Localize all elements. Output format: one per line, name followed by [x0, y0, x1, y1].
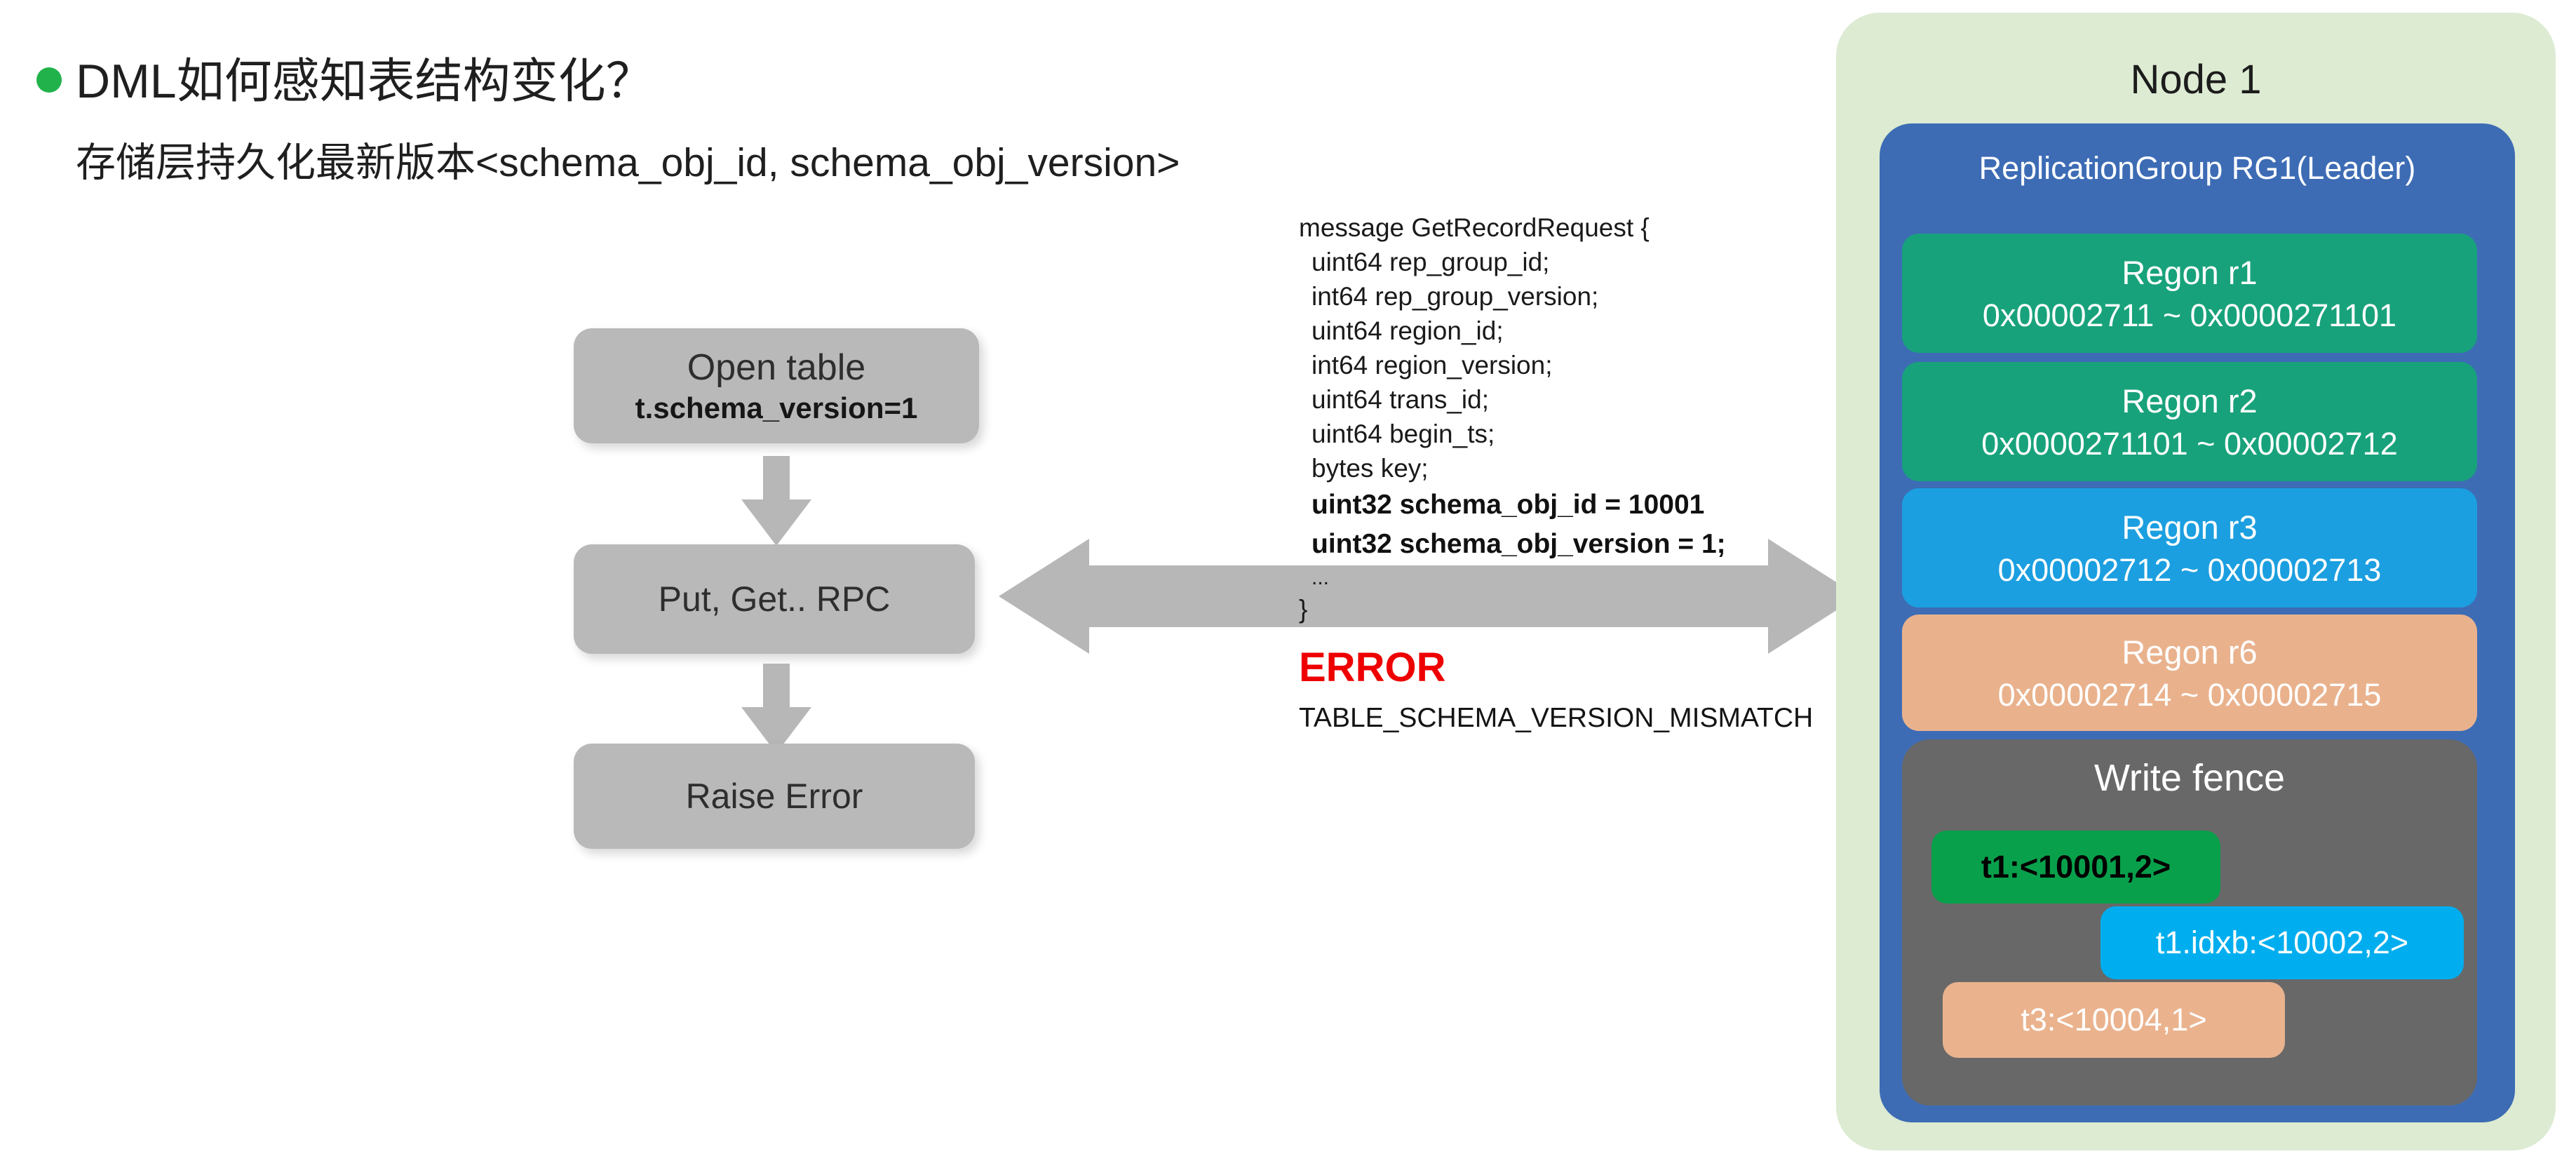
region-r6: Regon r6 0x00002714 ~ 0x00002715	[1902, 615, 2477, 731]
region-r2: Regon r2 0x0000271101 ~ 0x00002712	[1902, 362, 2477, 481]
proto-code-block: message GetRecordRequest { uint64 rep_gr…	[1299, 210, 1726, 626]
code-line: uint64 rep_group_id;	[1311, 248, 1550, 276]
region-range: 0x00002712 ~ 0x00002713	[1997, 551, 2382, 588]
down-arrow-icon	[741, 664, 811, 753]
node-title: Node 1	[2130, 57, 2262, 102]
down-arrow-shaft	[763, 456, 790, 499]
open-table-label: Open table	[687, 347, 866, 388]
code-line: int64 rep_group_version;	[1311, 282, 1599, 311]
error-label: ERROR	[1299, 645, 1446, 690]
error-detail: TABLE_SCHEMA_VERSION_MISMATCH	[1299, 703, 1814, 733]
slide-title: DML如何感知表结构变化？	[76, 55, 654, 108]
open-table-schema-version: t.schema_version=1	[635, 391, 918, 424]
double-arrow-icon	[999, 537, 1859, 656]
down-arrow-icon	[741, 456, 811, 546]
fence-entry-t1-idxb: t1.idxb:<10002,2>	[2100, 906, 2464, 979]
fence-entry-t1: t1:<10001,2>	[1931, 831, 2220, 904]
replication-group-title: ReplicationGroup RG1(Leader)	[1978, 150, 2416, 186]
node-panel: Node 1 ReplicationGroup RG1(Leader) Rego…	[1836, 13, 2556, 1150]
region-name: Regon r6	[2122, 633, 2258, 671]
code-line-schema-obj-id: uint32 schema_obj_id = 10001	[1311, 490, 1705, 520]
flow-box-raise-error: Raise Error	[574, 744, 975, 849]
code-line-close-brace: }	[1299, 595, 1308, 624]
flow-box-rpc: Put, Get.. RPC	[574, 544, 975, 654]
code-line: message GetRecordRequest {	[1299, 213, 1650, 242]
region-range: 0x00002711 ~ 0x0000271101	[1982, 297, 2397, 333]
region-name: Regon r2	[2122, 382, 2258, 419]
region-range: 0x00002714 ~ 0x00002715	[1997, 676, 2382, 713]
region-name: Regon r3	[2122, 508, 2258, 546]
replication-group: ReplicationGroup RG1(Leader) Regon r1 0x…	[1880, 123, 2515, 1122]
slide-subtitle: 存储层持久化最新版本<schema_obj_id, schema_obj_ver…	[76, 140, 1180, 185]
code-line: int64 region_version;	[1311, 351, 1553, 380]
code-line: bytes key;	[1311, 454, 1429, 483]
code-line: uint64 trans_id;	[1311, 385, 1490, 414]
region-name: Regon r1	[2122, 253, 2258, 291]
region-range: 0x0000271101 ~ 0x00002712	[1981, 425, 2398, 462]
region-r1: Regon r1 0x00002711 ~ 0x0000271101	[1902, 234, 2477, 353]
down-arrow-shaft	[763, 664, 790, 707]
code-line-ellipsis: ...	[1311, 566, 1330, 589]
code-line: uint64 begin_ts;	[1311, 419, 1495, 448]
region-r3: Regon r3 0x00002712 ~ 0x00002713	[1902, 488, 2477, 607]
write-fence: Write fence t1:<10001,2> t1.idxb:<10002,…	[1902, 739, 2477, 1106]
bullet-dot-icon	[36, 67, 62, 93]
code-line-schema-obj-version: uint32 schema_obj_version = 1;	[1311, 529, 1726, 559]
flow-box-open-table: Open table t.schema_version=1	[574, 328, 979, 443]
down-arrow-head	[741, 499, 811, 546]
write-fence-title: Write fence	[2093, 757, 2286, 799]
fence-entry-t3: t3:<10004,1>	[1943, 982, 2285, 1058]
code-line: uint64 region_id;	[1311, 316, 1504, 345]
